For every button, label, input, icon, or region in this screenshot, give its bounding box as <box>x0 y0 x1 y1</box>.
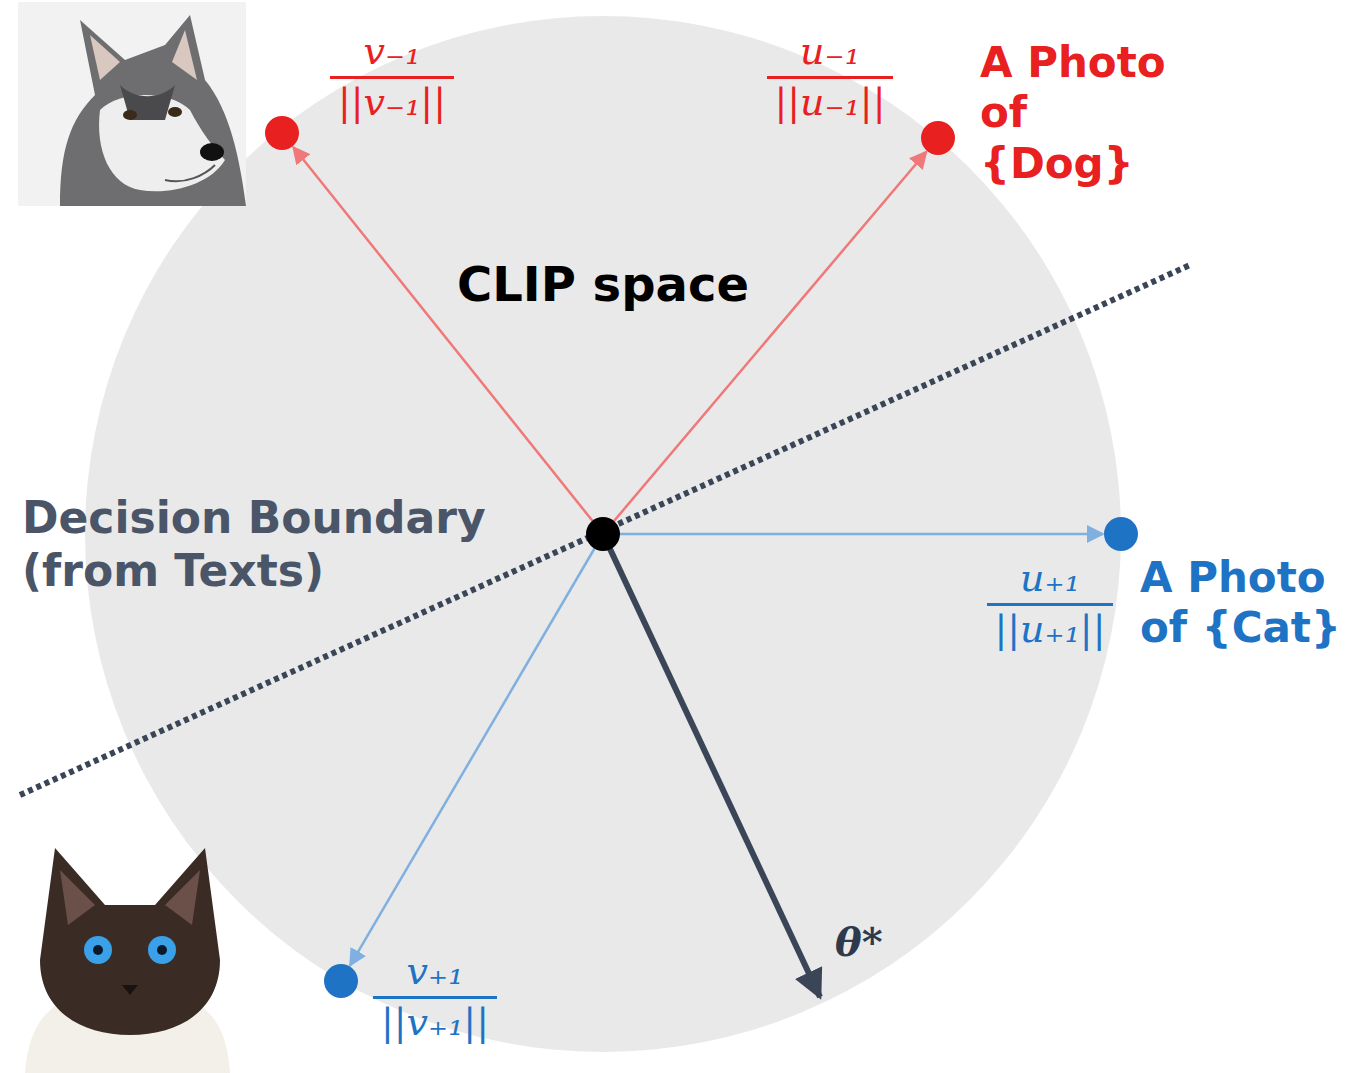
numerator: u₋₁ <box>767 30 894 79</box>
denominator: ||u₊₁|| <box>987 606 1114 652</box>
numerator: u₊₁ <box>987 557 1114 606</box>
decision-boundary <box>20 265 1190 795</box>
numerator: v₊₁ <box>373 950 497 999</box>
class-prompt: A Photo of {Dog} <box>980 38 1180 189</box>
vector-norm-label: u₋₁||u₋₁|| <box>767 30 894 124</box>
cat-photo <box>25 848 230 1073</box>
boundary-label: Decision Boundary (from Texts) <box>22 492 522 598</box>
theta-label: θ* <box>835 918 915 966</box>
embedding-dot <box>921 121 955 155</box>
class-prompt: A Photo of {Cat} <box>1140 553 1345 654</box>
embedding-dot <box>324 964 358 998</box>
embedding-dot <box>265 116 299 150</box>
embedding-vector <box>293 147 603 534</box>
denominator: ||v₋₁|| <box>330 79 454 125</box>
theta-vector <box>603 534 820 997</box>
embedding-vector <box>603 533 1103 536</box>
embedding-vector <box>603 152 926 534</box>
denominator: ||u₋₁|| <box>767 79 894 125</box>
origin-dot <box>586 517 620 551</box>
vector-norm-label: v₋₁||v₋₁|| <box>330 30 454 124</box>
embedding-dot <box>1104 517 1138 551</box>
space-title: CLIP space <box>85 256 1121 312</box>
vector-norm-label: u₊₁||u₊₁|| <box>987 557 1114 651</box>
numerator: v₋₁ <box>330 30 454 79</box>
vector-norm-label: v₊₁||v₊₁|| <box>373 950 497 1044</box>
denominator: ||v₊₁|| <box>373 999 497 1045</box>
dog-photo <box>18 2 246 206</box>
embedding-vector <box>350 534 603 965</box>
